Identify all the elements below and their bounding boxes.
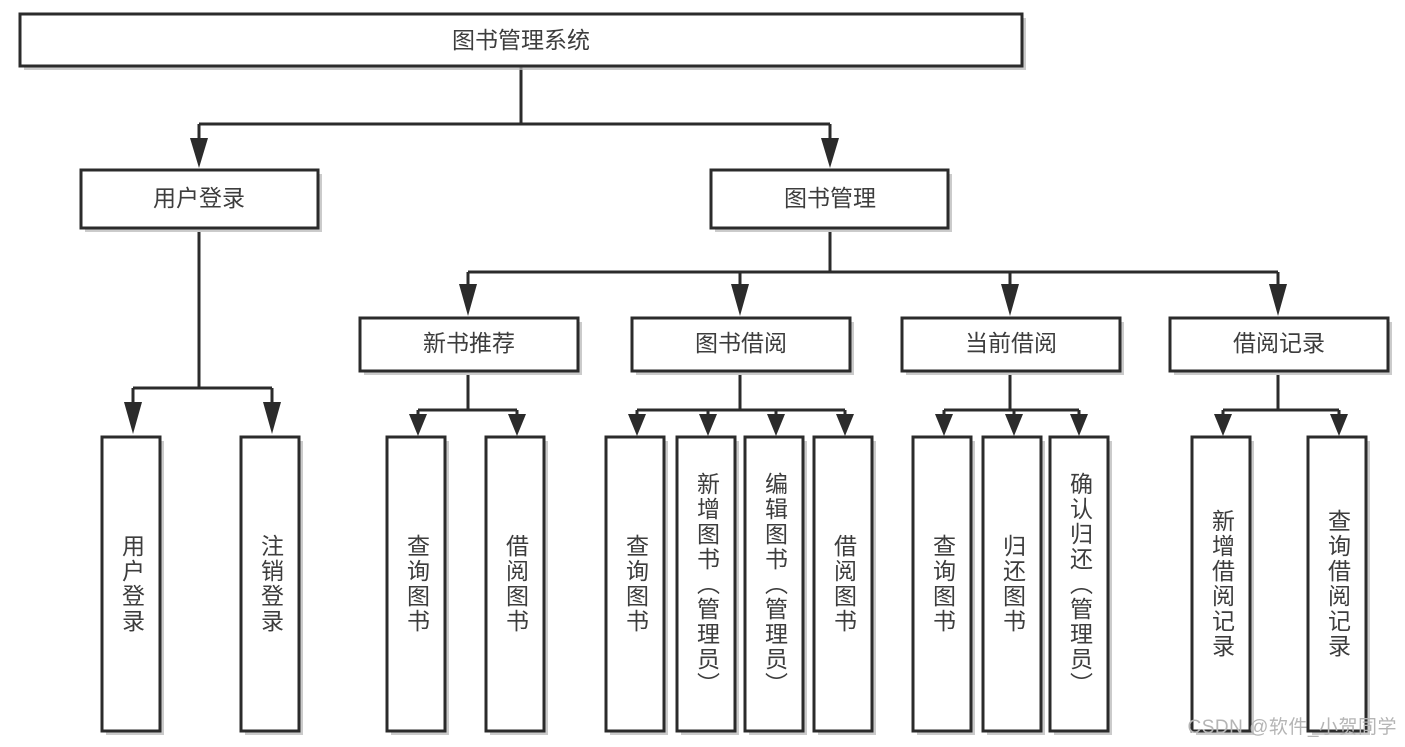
leaf-book-borrow-4[interactable] <box>812 435 876 735</box>
box-outline <box>484 435 546 733</box>
arrow-head-icon <box>263 402 281 434</box>
box-outline <box>1306 435 1368 733</box>
leaf-book-borrow-1[interactable] <box>604 435 668 735</box>
connector-layer <box>124 66 1348 436</box>
arrow-head-icon <box>190 138 208 168</box>
arrow-head-icon <box>1005 414 1023 436</box>
arrow-head-icon <box>409 414 427 436</box>
arrow-head-icon <box>1070 414 1088 436</box>
node-user-login-label: 用户登录 <box>153 185 245 211</box>
leaf-book-borrow-3[interactable] <box>743 435 807 735</box>
node-book-management-label: 图书管理 <box>784 185 876 211</box>
leaf-user-login-2[interactable] <box>239 435 303 735</box>
box-outline <box>900 316 1122 373</box>
leaf-user-login-1[interactable] <box>100 435 164 735</box>
leaf-new-book-recommend-1[interactable] <box>385 435 449 735</box>
node-borrow-record[interactable]: 借阅记录 <box>1168 316 1392 375</box>
arrow-head-icon <box>836 414 854 436</box>
arrow-head-icon <box>124 402 142 434</box>
arrow-head-icon <box>821 138 839 168</box>
node-current-borrow-label: 当前借阅 <box>965 330 1057 356</box>
node-borrow-record-label: 借阅记录 <box>1233 330 1325 356</box>
box-outline <box>743 435 805 733</box>
leaf-book-borrow-2[interactable] <box>675 435 739 735</box>
box-outline <box>1048 435 1110 733</box>
arrow-head-icon <box>508 414 526 436</box>
box-outline <box>709 168 950 230</box>
node-book-borrow-label: 图书借阅 <box>695 330 787 356</box>
node-new-book-recommend-label: 新书推荐 <box>423 330 515 356</box>
node-current-borrow[interactable]: 当前借阅 <box>900 316 1124 375</box>
arrow-head-icon <box>1330 414 1348 436</box>
arrow-head-icon <box>1214 414 1232 436</box>
node-new-book-recommend[interactable]: 新书推荐 <box>358 316 582 375</box>
arrow-head-icon <box>1269 284 1287 316</box>
node-user-login[interactable]: 用户登录 <box>79 168 322 232</box>
leaf-current-borrow-3[interactable] <box>1048 435 1112 735</box>
box-outline <box>630 316 852 373</box>
watermark-text: CSDN @软件_小贺同学 <box>1187 717 1397 738</box>
arrow-head-icon <box>1001 284 1019 316</box>
leaf-current-borrow-2[interactable] <box>981 435 1045 735</box>
arrow-head-icon <box>459 284 477 316</box>
box-layer: 图书管理系统 用户登录 图书管理 新书推荐 <box>18 12 1392 735</box>
arrow-head-icon <box>699 414 717 436</box>
box-outline <box>812 435 874 733</box>
box-outline <box>1168 316 1390 373</box>
leaf-borrow-record-2[interactable] <box>1306 435 1370 735</box>
leaf-new-book-recommend-2[interactable] <box>484 435 548 735</box>
arrow-head-icon <box>935 414 953 436</box>
box-outline <box>385 435 447 733</box>
arrow-head-icon <box>767 414 785 436</box>
box-outline <box>911 435 973 733</box>
box-outline <box>358 316 580 373</box>
node-book-borrow[interactable]: 图书借阅 <box>630 316 854 375</box>
node-book-management[interactable]: 图书管理 <box>709 168 952 232</box>
arrow-head-icon <box>731 284 749 316</box>
box-outline <box>239 435 301 733</box>
leaf-borrow-record-1[interactable] <box>1190 435 1254 735</box>
box-outline <box>675 435 737 733</box>
box-outline <box>1190 435 1252 733</box>
node-root-label: 图书管理系统 <box>452 27 590 53</box>
leaf-current-borrow-1[interactable] <box>911 435 975 735</box>
arrow-head-icon <box>628 414 646 436</box>
box-outline <box>100 435 162 733</box>
box-outline <box>79 168 320 230</box>
node-root[interactable]: 图书管理系统 <box>18 12 1026 70</box>
box-outline <box>18 12 1024 68</box>
box-outline <box>604 435 666 733</box>
box-outline <box>981 435 1043 733</box>
